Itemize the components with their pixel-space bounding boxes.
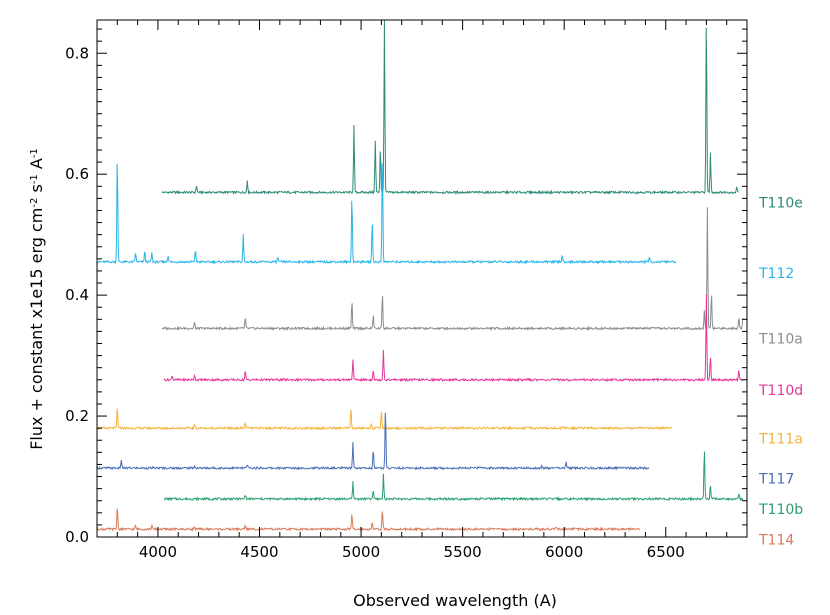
y-axis-label: Flux + constant x1e15 erg cm-2 s-1 A-1: [27, 148, 46, 450]
x-tick-label: 5500: [444, 543, 482, 561]
spectrum-line-t111a: [97, 408, 672, 431]
y-label-exponent: -1: [29, 148, 40, 158]
y-axis-label-text: Flux + constant x1e15 erg cm-2 s-1 A-1: [27, 148, 46, 450]
axes: 4000 4500 5000 5500 6000 6500 0.0 0.2 0.4 0.6 0.8: [65, 19, 748, 561]
y-label-part: s: [27, 184, 46, 197]
spectrum-line-t110a: [161, 207, 744, 331]
spectrum-line-t114: [97, 508, 640, 532]
y-label-part: Flux + constant x1e15 erg cm: [27, 208, 46, 450]
x-tick-label: 4000: [139, 543, 177, 561]
x-tick-label: 6500: [647, 543, 685, 561]
y-tick-label: 0.6: [65, 165, 89, 183]
y-label-exponent: -2: [29, 198, 40, 208]
spectrum-line-t110b: [163, 451, 744, 502]
series-label-t110a: T110a: [758, 332, 803, 348]
plot-frame: [96, 19, 748, 538]
spectrum-line-t110e: [161, 20, 739, 195]
y-tick-label: 0.8: [65, 44, 89, 62]
x-tick-label: 5000: [342, 543, 380, 561]
series-label-t117: T117: [758, 471, 794, 487]
y-tick-label: 0.0: [65, 528, 89, 546]
y-tick-label: 0.2: [65, 407, 89, 425]
series-label-t112: T112: [758, 266, 794, 282]
series-label-t114: T114: [758, 532, 794, 548]
x-tick-label: 6000: [545, 543, 583, 561]
series-label-t111a: T111a: [758, 431, 803, 447]
x-axis-label: Observed wavelength (A): [353, 591, 557, 610]
plot-area: [97, 20, 744, 532]
spectrum-line-t110d: [163, 294, 744, 383]
series-label-t110e: T110e: [758, 196, 803, 212]
y-label-part: A: [27, 158, 46, 174]
series-label-t110b: T110b: [758, 502, 803, 518]
x-tick-label: 4500: [240, 543, 278, 561]
y-tick-label: 0.4: [65, 286, 89, 304]
series-label-t110d: T110d: [758, 383, 803, 399]
y-label-exponent: -1: [29, 174, 40, 184]
spectrum-line-t112: [97, 163, 677, 265]
spectrum-line-t117: [97, 412, 650, 471]
